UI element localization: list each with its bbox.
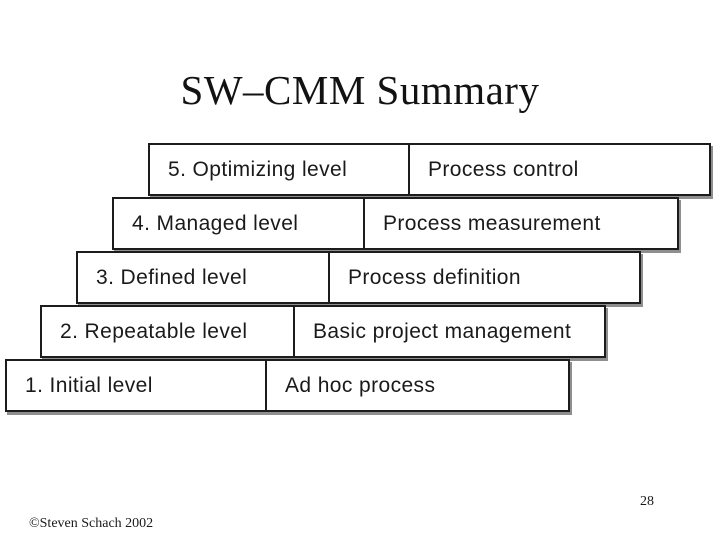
level-cell: 3. Defined level	[78, 253, 330, 302]
practice-cell: Process measurement	[383, 211, 601, 235]
page-number: 28	[640, 494, 654, 509]
copyright-text: ©Steven Schach 2002	[29, 516, 154, 531]
practice-cell: Process definition	[348, 265, 521, 289]
cmm-level-row-4: 4. Managed level Process measurement	[112, 197, 679, 250]
level-cell: 2. Repeatable level	[42, 307, 295, 356]
level-cell: 4. Managed level	[114, 199, 365, 248]
slide-title: SW–CMM Summary	[180, 67, 540, 113]
level-cell: 1. Initial level	[7, 361, 267, 410]
cmm-level-row-5: 5. Optimizing level Process control	[148, 143, 711, 196]
practice-cell: Ad hoc process	[285, 373, 436, 397]
practice-cell: Process control	[428, 157, 579, 181]
cmm-level-row-2: 2. Repeatable level Basic project manage…	[40, 305, 606, 358]
cmm-level-row-3: 3. Defined level Process definition	[76, 251, 641, 304]
practice-cell: Basic project management	[313, 319, 572, 343]
cmm-level-row-1: 1. Initial level Ad hoc process	[5, 359, 570, 412]
level-cell: 5. Optimizing level	[150, 145, 410, 194]
